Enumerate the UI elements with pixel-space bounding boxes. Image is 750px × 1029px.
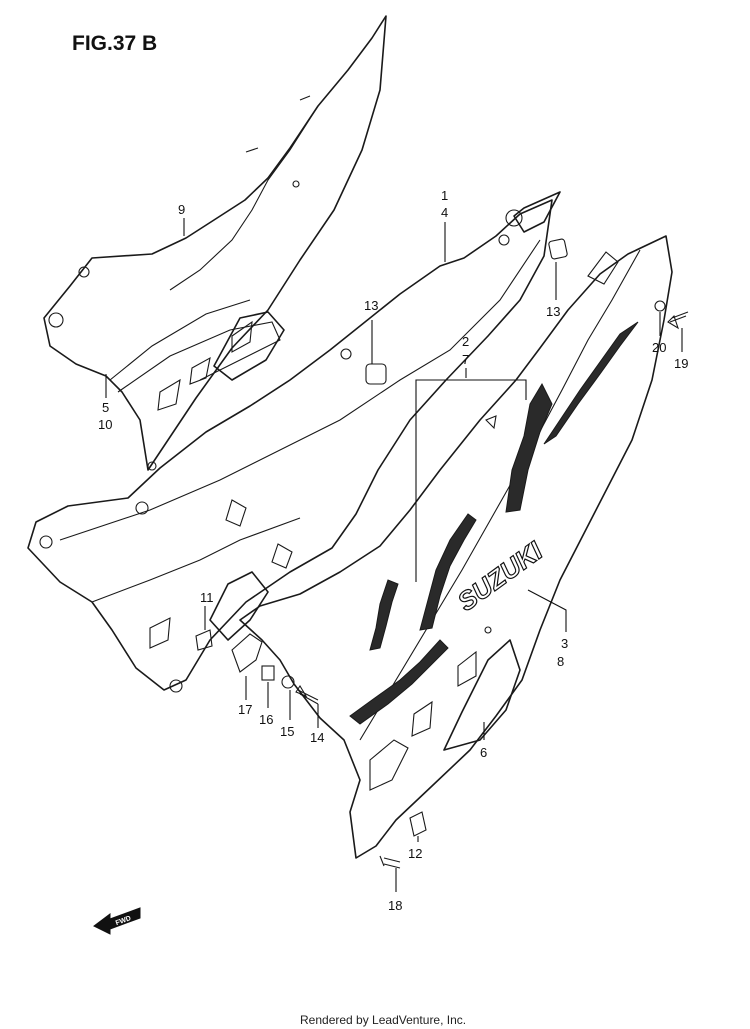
grommet-13-left xyxy=(365,363,387,385)
fwd-arrow-icon: FWD xyxy=(93,907,141,935)
callout-18: 18 xyxy=(388,898,402,913)
callout-5: 5 xyxy=(102,400,109,415)
callout-4: 4 xyxy=(441,205,448,220)
callout-13-right: 13 xyxy=(546,304,560,319)
callout-14: 14 xyxy=(310,730,324,745)
callout-11: 11 xyxy=(200,590,214,605)
callout-3: 3 xyxy=(561,636,568,651)
bolt-14 xyxy=(295,684,319,705)
rear-frame-cover xyxy=(43,15,387,471)
callout-2: 2 xyxy=(462,334,469,349)
cushion-12 xyxy=(409,811,427,837)
credit-text: Rendered by LeadVenture, Inc. xyxy=(300,1013,466,1027)
bracket-17 xyxy=(231,633,263,673)
callout-15: 15 xyxy=(280,724,294,739)
screw-19 xyxy=(667,311,689,330)
screw-18 xyxy=(379,855,401,869)
grommet-13-right xyxy=(548,238,568,260)
callout-9: 9 xyxy=(178,202,185,217)
callout-12: 12 xyxy=(408,846,422,861)
callout-16: 16 xyxy=(259,712,273,727)
callout-6: 6 xyxy=(480,745,487,760)
washer-20 xyxy=(654,300,666,312)
callout-7: 7 xyxy=(462,352,469,367)
side-panel: SUZUKI xyxy=(239,235,673,859)
hardware xyxy=(195,191,689,869)
callout-19: 19 xyxy=(674,356,688,371)
callout-17: 17 xyxy=(238,702,252,717)
collar-16 xyxy=(261,665,275,681)
suzuki-logo: SUZUKI xyxy=(452,535,549,617)
callout-20: 20 xyxy=(652,340,666,355)
front-clip-part xyxy=(513,191,561,233)
callout-1: 1 xyxy=(441,188,448,203)
callout-10: 10 xyxy=(98,417,112,432)
side-frame-cover xyxy=(27,199,553,693)
callouts: 1 4 2 7 3 8 5 10 6 9 11 12 13 13 14 15 1… xyxy=(98,188,688,913)
callout-8: 8 xyxy=(557,654,564,669)
figure-title: FIG.37 B xyxy=(72,32,157,55)
washer-15 xyxy=(281,675,295,689)
leader-lines xyxy=(105,218,683,892)
cushion-11 xyxy=(195,629,213,651)
callout-13-left: 13 xyxy=(364,298,378,313)
